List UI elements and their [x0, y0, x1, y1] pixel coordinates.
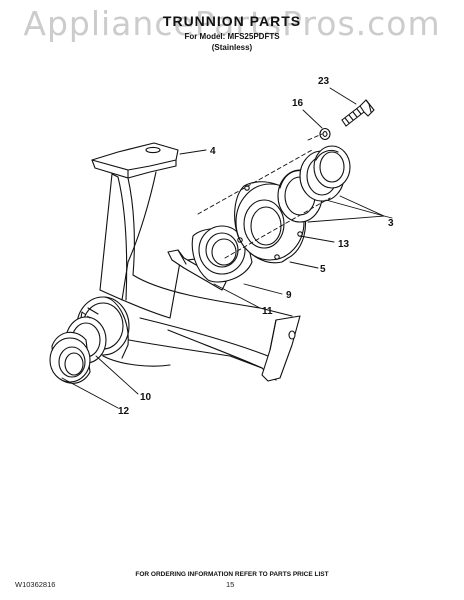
bearing-part-12 — [49, 331, 91, 384]
assembly-axis-lines — [81, 133, 331, 319]
ordering-info-note: FOR ORDERING INFORMATION REFER TO PARTS … — [135, 571, 329, 578]
washer-part-16 — [319, 127, 331, 141]
callout-5: 5 — [320, 264, 326, 275]
callout-23: 23 — [318, 76, 330, 87]
bolt-part-23 — [341, 99, 375, 127]
seal-rings-part-3 — [299, 145, 351, 202]
trunnion-spider — [76, 142, 301, 382]
callout-16: 16 — [292, 98, 304, 109]
callout-12: 12 — [118, 406, 130, 417]
callout-3: 3 — [388, 218, 394, 229]
document-number: W10362816 — [15, 580, 56, 589]
callout-9: 9 — [286, 290, 292, 301]
page-number: 15 — [226, 580, 235, 589]
model-line: For Model: MFS25PDFTS — [184, 32, 280, 41]
callout-13: 13 — [338, 239, 350, 250]
diagram-title: TRUNNION PARTS — [162, 13, 302, 29]
variant-line: (Stainless) — [211, 43, 253, 52]
callout-10: 10 — [140, 392, 152, 403]
leader-lines — [61, 87, 393, 409]
sleeve-part-9 — [191, 225, 253, 283]
callout-4: 4 — [210, 146, 216, 157]
callout-11: 11 — [262, 306, 273, 317]
